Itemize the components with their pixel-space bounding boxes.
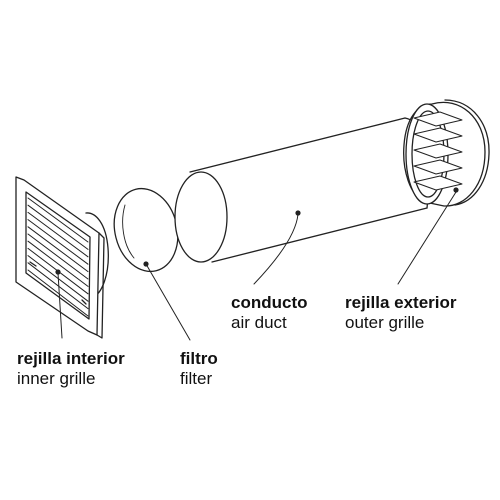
inner-grille-louvre [27, 233, 89, 280]
filter-name-en: filter [180, 368, 213, 388]
filter-marker [143, 261, 149, 267]
filter-label: filtro filter [180, 349, 218, 388]
filter-name-es: filtro [180, 349, 218, 368]
inner-grille-louvre [27, 262, 89, 310]
air-duct-marker [295, 210, 301, 216]
inner-grille-louvre [27, 197, 89, 243]
outer-grille-slat [413, 143, 463, 159]
outer-grille-slat [413, 175, 463, 191]
air-duct-label: conducto air duct [231, 293, 308, 332]
inner-grille-louvre [27, 240, 89, 287]
outer-grille-slat [413, 111, 463, 127]
leader-lines [57, 191, 457, 341]
air-duct-name-en: air duct [231, 312, 287, 332]
inner-grille-louvre [27, 211, 89, 258]
outer-grille-name-en: outer grille [345, 312, 425, 332]
outer-grille-label: rejilla exterior outer grille [345, 293, 457, 332]
inner-grille-drawing [15, 176, 109, 339]
inner-grille-louvre [27, 204, 89, 250]
inner-grille-louvre [27, 269, 89, 317]
outer-grille-slat [413, 127, 463, 143]
inner-grille-louvre [27, 219, 89, 265]
outer-grille-marker [453, 187, 459, 193]
inner-grille-marker [55, 269, 61, 275]
inner-grille-name-en: inner grille [17, 368, 96, 388]
inner-grille-name-es: rejilla interior [17, 349, 125, 368]
inner-grille-label: rejilla interior inner grille [17, 349, 125, 388]
air-duct-drawing [174, 117, 430, 263]
outer-grille-name-es: rejilla exterior [345, 293, 457, 312]
outer-grille-drawing [403, 99, 490, 207]
inner-grille-louvre [27, 226, 89, 273]
air-duct-name-es: conducto [231, 293, 308, 312]
outer-grille-slat [413, 159, 463, 175]
